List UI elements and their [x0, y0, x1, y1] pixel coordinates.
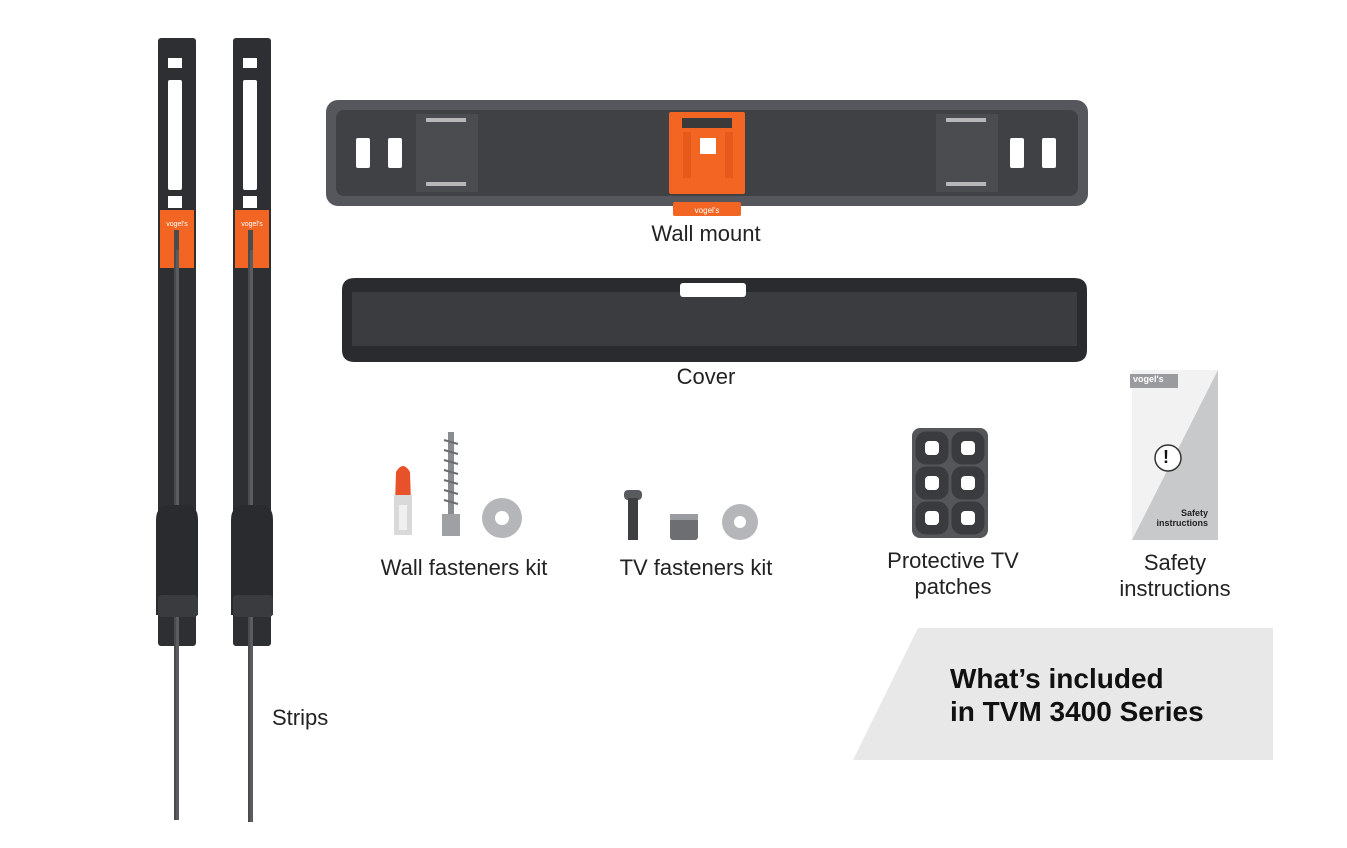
- booklet-warning-symbol: !: [1163, 447, 1169, 467]
- protective-patches: [912, 428, 988, 538]
- booklet-title-line1: Safety: [1180, 508, 1208, 518]
- warning-icon: [1154, 444, 1182, 472]
- safety-instructions-label-line1: Safety: [1143, 550, 1207, 575]
- booklet-brand-band: [1130, 374, 1178, 388]
- strip-right: vogel's: [231, 38, 273, 822]
- banner-background: [853, 628, 1273, 760]
- banner-line1: What’s included: [950, 663, 1164, 694]
- safety-booklet: [1130, 370, 1218, 540]
- wall-mount-label: Wall mount: [651, 221, 761, 246]
- wall-fasteners-items: [394, 432, 522, 538]
- banner-heading: What’s included in TVM 3400 Series: [950, 662, 1204, 728]
- cover-label: Cover: [676, 364, 736, 389]
- safety-instructions-label-line2: instructions: [1119, 576, 1231, 601]
- banner-line2: in TVM 3400 Series: [950, 696, 1204, 727]
- booklet-brand-text: vogel's: [1133, 374, 1164, 384]
- protective-patches-label-line1: Protective TV: [887, 548, 1019, 573]
- tv-fasteners-label: TV fasteners kit: [619, 555, 773, 580]
- strip-left-brand-tag: vogel's: [166, 221, 188, 228]
- wall-fasteners-label: Wall fasteners kit: [380, 555, 548, 580]
- protective-patches-label-line2: patches: [914, 574, 992, 599]
- strip-left: vogel's: [156, 38, 198, 820]
- strips-label: Strips: [272, 705, 329, 730]
- safety-instructions-label: Safety instructions: [1095, 550, 1255, 602]
- cover-bar: [342, 278, 1087, 362]
- strip-right-brand-tag: vogel's: [241, 221, 263, 228]
- tv-fasteners-items: [624, 490, 758, 540]
- protective-patches-label: Protective TV patches: [863, 548, 1043, 600]
- booklet-title: Safety instructions: [1148, 508, 1208, 528]
- wall-mount: vogel's: [326, 100, 1088, 216]
- booklet-title-line2: instructions: [1156, 518, 1208, 528]
- wall-mount-brand-tag: vogel's: [695, 206, 720, 215]
